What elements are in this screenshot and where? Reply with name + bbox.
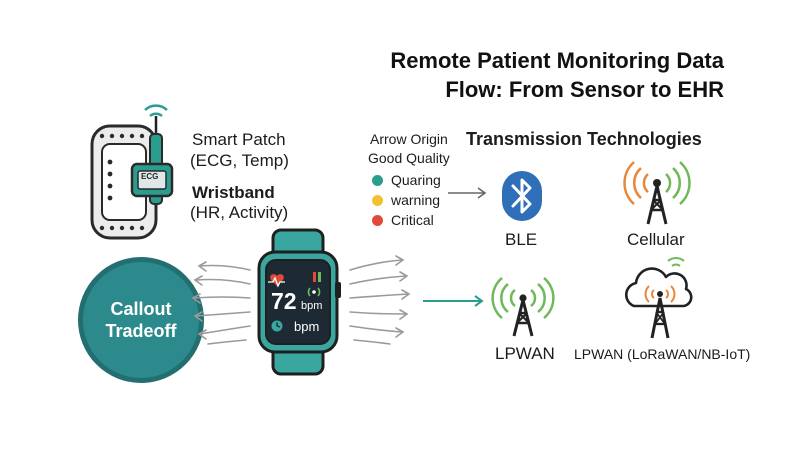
status-dot-icon [372,215,383,226]
legend: Arrow Origin Good Quality Quaring warning… [368,130,450,230]
callout-tradeoff: Callout Tradeoff [78,257,204,383]
lpwan-full-label: LPWAN (LoRaWAN/NB-IoT) [574,346,751,362]
patch-ecg-label: ECG [141,172,159,181]
page-title: Remote Patient Monitoring Data Flow: Fro… [304,46,724,104]
right-motion-arrows [349,255,411,345]
legend-item: Quaring [372,170,450,190]
callout-line-2: Tradeoff [105,321,177,341]
status-dot-icon [372,175,383,186]
legend-item-label: Quaring [391,172,441,188]
title-line-2: Flow: From Sensor to EHR [445,77,724,102]
cloud-tower-icon [624,257,693,339]
smart-patch-icon [90,104,174,240]
title-line-1: Remote Patient Monitoring Data [390,48,724,73]
watch-unit-2: bpm [294,319,320,334]
wristband-subtitle: (HR, Activity) [190,203,289,222]
legend-item-label: warning [391,192,441,208]
left-motion-arrows [191,261,251,345]
legend-heading-quality: Good Quality [368,150,450,166]
data-flow-arrow [423,295,484,307]
smart-patch-title: Smart Patch [192,130,286,149]
watch-heart-rate-value: 72 [271,288,297,314]
watch-unit-1: bpm [301,300,323,312]
transmission-heading: Transmission Technologies [466,129,702,149]
cell-tower-icon [623,161,691,225]
lpwan-label: LPWAN [495,344,555,363]
legend-item: Critical [372,210,450,230]
legend-heading-origin: Arrow Origin [370,131,448,147]
cellular-label: Cellular [627,230,685,249]
status-dot-icon [372,195,383,206]
smartwatch-icon [257,228,341,376]
smart-patch-subtitle: (ECG, Temp) [190,151,289,170]
legend-item: warning [372,190,450,210]
bluetooth-icon [502,171,542,221]
legend-arrow [448,187,487,199]
wristband-title: Wristband [192,183,275,202]
callout-line-1: Callout [110,299,172,319]
ble-label: BLE [505,230,538,249]
lpwan-tower-icon [491,277,555,337]
legend-item-label: Critical [391,212,434,228]
